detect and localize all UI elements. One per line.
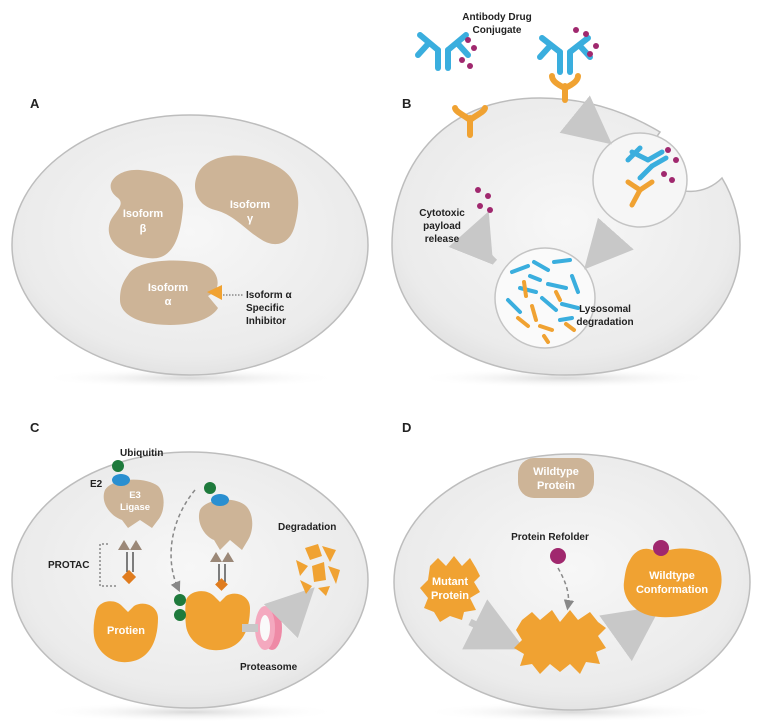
refolder-arrow xyxy=(557,567,575,611)
lysosomal-label-1: Lysosomal xyxy=(579,304,631,315)
inhibitor-triangle xyxy=(207,285,222,300)
payload-dots xyxy=(459,37,477,69)
e2-blob xyxy=(112,474,130,486)
e3-label-2: Ligase xyxy=(120,502,150,513)
panel-b: B Antibody Drug Conjugate xyxy=(391,12,741,388)
released-payload xyxy=(475,187,493,213)
flow-arrow xyxy=(599,605,662,662)
isoform-gamma-symbol: γ xyxy=(247,213,254,225)
receptor xyxy=(452,105,488,138)
ubiquitin-dot xyxy=(174,594,186,606)
panel-d-letter: D xyxy=(402,420,411,435)
payload-dots xyxy=(661,147,679,183)
inhibitor-label-3: Inhibitor xyxy=(246,316,286,327)
ubiquitin-dot xyxy=(174,609,186,621)
isoform-alpha-blob xyxy=(120,260,218,325)
e2-blob xyxy=(211,494,229,506)
flow-arrow xyxy=(584,217,634,270)
antibody-drug-conjugate-1 xyxy=(415,32,471,71)
degraded-protein xyxy=(296,544,340,596)
protien-label: Protien xyxy=(107,625,145,637)
inhibitor-label-1: Isoform α xyxy=(246,290,292,301)
mutant-label-1: Mutant xyxy=(432,576,468,588)
wildtype-protein-blob xyxy=(518,458,594,498)
bound-refolder-dot xyxy=(653,540,669,556)
refolder-label: Protein Refolder xyxy=(511,532,589,543)
isoform-gamma-label: Isoform xyxy=(230,199,271,211)
receptor-bound xyxy=(549,73,581,103)
isoform-alpha-symbol: α xyxy=(165,296,172,308)
panel-a-letter: A xyxy=(30,96,40,111)
e2-label: E2 xyxy=(90,479,103,490)
cell-shadow xyxy=(415,368,715,388)
panel-a: A Isoform β Isoform γ Isoform α Isoform … xyxy=(11,96,369,388)
isoform-gamma-blob xyxy=(195,155,299,245)
isoform-beta-symbol: β xyxy=(140,223,147,235)
e3-ligase-blob xyxy=(198,499,253,550)
cell-shadow xyxy=(422,702,722,722)
panel-c-letter: C xyxy=(30,420,40,435)
payload-label-3: release xyxy=(425,234,460,245)
wildtype-protein-label-1: Wildtype xyxy=(533,466,579,478)
panel-b-letter: B xyxy=(402,96,411,111)
proteasome-label: Proteasome xyxy=(240,662,298,673)
protac-molecule xyxy=(118,540,142,585)
wildtype-conf-label-2: Conformation xyxy=(636,584,708,596)
wildtype-protein-label-2: Protein xyxy=(537,480,575,492)
protac-molecule xyxy=(210,552,234,591)
flow-arrow xyxy=(559,95,612,145)
flow-arrow xyxy=(263,587,315,639)
internalized-adc xyxy=(625,145,669,208)
degradation-label: Degradation xyxy=(278,522,336,533)
target-protein-blob xyxy=(93,601,158,663)
panel-d: D Wildtype Protein Protein Refolder Muta… xyxy=(393,420,751,722)
cell-shadow xyxy=(40,368,340,388)
lysosomal-label-2: degradation xyxy=(576,317,633,328)
e3-label-1: E3 xyxy=(129,490,141,501)
mutant-label-2: Protein xyxy=(431,590,469,602)
refolding-protein-blob xyxy=(514,610,606,674)
isoform-beta-label: Isoform xyxy=(123,208,164,220)
protac-label: PROTAC xyxy=(48,560,89,571)
payload-label-2: payload xyxy=(423,221,461,232)
isoform-alpha-label: Isoform xyxy=(148,282,189,294)
ubiquitin-label: Ubiquitin xyxy=(120,448,163,459)
e3-ligase-blob xyxy=(103,479,164,528)
protac-bracket xyxy=(99,543,116,587)
adc-label-2: Conjugate xyxy=(473,25,522,36)
degraded-fragments xyxy=(506,258,580,344)
inhibitor-label-2: Specific xyxy=(246,303,285,314)
wildtype-conf-label-1: Wildtype xyxy=(649,570,695,582)
isoform-beta-blob xyxy=(108,169,184,259)
ubiquitin-dot xyxy=(204,482,216,494)
wildtype-conformation-blob xyxy=(623,548,722,618)
proteasome xyxy=(255,606,282,650)
antibody-drug-conjugate-2 xyxy=(537,35,593,75)
ubiquitin-dot xyxy=(112,460,124,472)
cell-shadow xyxy=(40,702,340,722)
payload-label-1: Cytotoxic xyxy=(419,208,465,219)
flow-arrow xyxy=(462,599,525,650)
panel-c: C Ubiquitin E2 E3 Ligase PROTAC Protien xyxy=(11,420,369,722)
cell-a xyxy=(11,114,369,376)
adc-label-1: Antibody Drug xyxy=(462,12,531,23)
flow-arrow xyxy=(448,211,498,265)
ubiquitin-transfer-arrow xyxy=(170,489,196,593)
target-protein-blob xyxy=(185,591,250,651)
refolder-dot xyxy=(550,548,566,564)
payload-dots xyxy=(573,27,599,57)
